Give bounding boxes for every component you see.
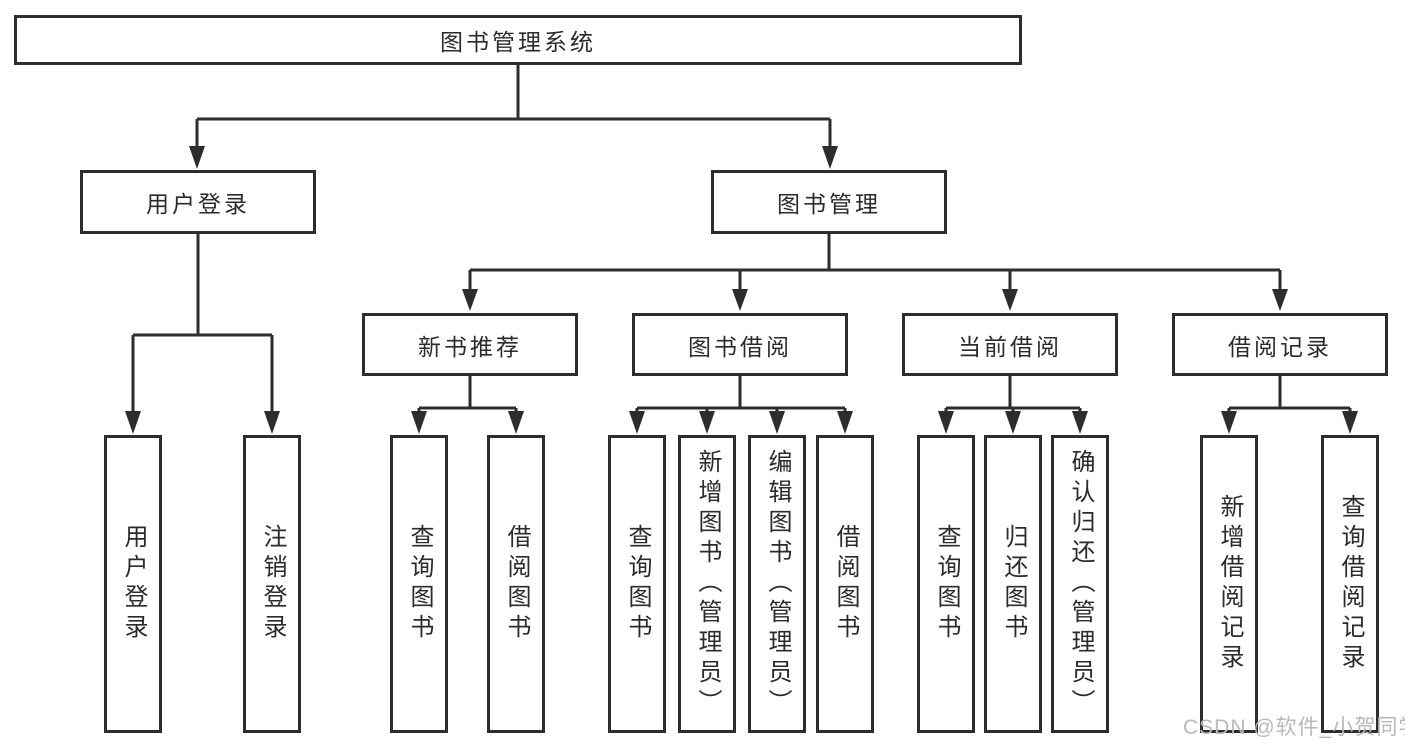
leaf-user-login: 用户登录 [104,435,162,733]
node-borrow-records-label: 借阅记录 [1228,333,1332,360]
arrowheads [125,146,1358,434]
node-book-management-label: 图书管理 [777,191,881,217]
arrow-to-user-login [189,146,205,169]
leaf-query-borrow-record-label: 查询借阅记录 [1337,494,1364,674]
node-user-login: 用户登录 [80,170,316,234]
leaf-query-books-1-label: 查询图书 [406,524,433,644]
leaf-query-books-1: 查询图书 [390,435,448,733]
arrow-leaf-11 [1072,411,1088,434]
leaf-query-borrow-record: 查询借阅记录 [1321,435,1379,733]
arrow-to-book-borrow [732,289,748,311]
leaf-confirm-return-admin-label: 确认归还（管理员） [1067,449,1094,719]
arrow-leaf-7 [769,411,785,434]
leaf-split-lines [417,376,1352,413]
leaf-confirm-return-admin: 确认归还（管理员） [1051,435,1109,733]
leaf-query-books-2: 查询图书 [608,435,666,733]
leaf-edit-books-admin: 编辑图书（管理员） [748,435,806,733]
arrow-leaf-3 [411,411,427,434]
leaf-edit-books-admin-label: 编辑图书（管理员） [764,449,791,719]
arrow-leaf-10 [1005,411,1021,434]
arrow-leaf-4 [508,411,524,434]
node-new-book-recommend-label: 新书推荐 [418,333,522,360]
arrow-leaf-12 [1221,411,1237,434]
node-root-label: 图书管理系统 [440,29,596,55]
node-book-management: 图书管理 [711,170,947,234]
node-user-login-label: 用户登录 [146,191,250,217]
csdn-watermark: CSDN @软件_小贺同学 [1183,716,1405,739]
node-root: 图书管理系统 [14,15,1022,65]
leaf-borrow-books-1: 借阅图书 [487,435,545,733]
arrow-to-book-management [822,146,838,169]
leaf-user-login-label: 用户登录 [120,524,147,644]
arrow-leaf-2 [264,411,280,434]
arrow-leaf-9 [938,411,954,434]
leaf-return-books: 归还图书 [984,435,1042,733]
arrow-to-borrow-records [1272,289,1288,311]
node-borrow-records: 借阅记录 [1172,313,1388,376]
arrow-leaf-5 [629,411,645,434]
arrow-leaf-1 [125,411,141,434]
leaf-return-books-label: 归还图书 [1000,524,1027,644]
node-new-book-recommend: 新书推荐 [362,313,578,376]
leaf-query-books-3: 查询图书 [917,435,975,733]
leaf-add-books-admin: 新增图书（管理员） [678,435,736,733]
node-current-borrow-label: 当前借阅 [958,333,1062,360]
user-login-split-line [131,234,274,413]
leaf-borrow-books-1-label: 借阅图书 [503,524,530,644]
arrow-leaf-6 [699,411,715,434]
node-book-borrow: 图书借阅 [632,313,848,376]
arrow-to-current-borrow [1002,289,1018,311]
leaf-borrow-books-2: 借阅图书 [816,435,874,733]
arrow-leaf-13 [1342,411,1358,434]
node-current-borrow: 当前借阅 [902,313,1118,376]
node-book-borrow-label: 图书借阅 [688,333,792,360]
arrow-leaf-8 [837,411,853,434]
root-stem-line [195,65,832,149]
leaf-logout: 注销登录 [243,435,301,733]
leaf-add-borrow-record-label: 新增借阅记录 [1216,494,1243,674]
leaf-borrow-books-2-label: 借阅图书 [832,524,859,644]
book-management-split-line [468,234,1282,291]
leaf-query-books-2-label: 查询图书 [624,524,651,644]
leaf-add-books-admin-label: 新增图书（管理员） [694,449,721,719]
arrow-to-new-book [462,289,478,311]
leaf-add-borrow-record: 新增借阅记录 [1200,435,1258,733]
leaf-logout-label: 注销登录 [259,524,286,644]
leaf-query-books-3-label: 查询图书 [933,524,960,644]
